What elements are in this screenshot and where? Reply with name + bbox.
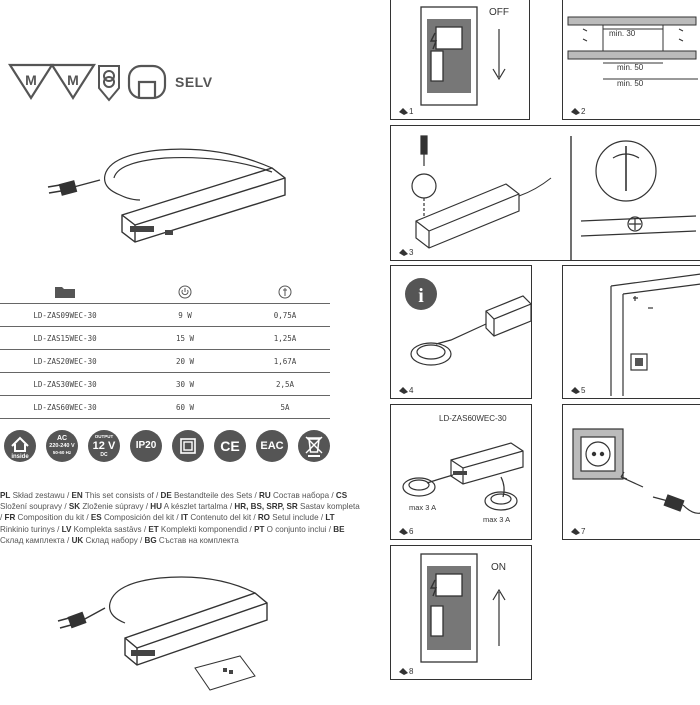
ip-rating-badge: IP20 xyxy=(130,430,162,462)
lang-entry: EN This set consists of / xyxy=(71,491,159,500)
kit-contents-illustration xyxy=(55,568,285,700)
lang-entry: ES Composición del kit / xyxy=(90,513,179,523)
eac-badge: EAC xyxy=(256,430,288,462)
on-label: ON xyxy=(491,562,506,573)
step-panel-5: 5 xyxy=(562,265,700,399)
step-panel-2: min. 30 min. 50 min. 50 2 xyxy=(562,0,700,120)
double-insulation-badge xyxy=(172,430,204,462)
svg-text:i: i xyxy=(418,285,424,307)
hand-icon xyxy=(571,108,580,115)
safety-transformer-icon xyxy=(98,65,120,102)
ce-badge: CE xyxy=(214,430,246,462)
lang-entry: CS Složení soupravy / xyxy=(0,491,348,512)
step-number: 8 xyxy=(399,667,413,676)
step-number: 1 xyxy=(399,107,413,116)
mm-triangle-icon xyxy=(7,63,97,101)
lang-entry: BE Склад камплекта / xyxy=(0,524,345,545)
dimension-label: min. 50 xyxy=(617,79,644,88)
class-iii-icon xyxy=(127,64,167,100)
step-number: 3 xyxy=(399,248,413,257)
table-row: LD-ZAS60WEC-30 60 W 5A xyxy=(0,395,330,419)
step-number: 4 xyxy=(399,386,413,395)
svg-text:M: M xyxy=(67,72,79,88)
symbols-row: M M xyxy=(5,60,175,110)
table-row: LD-ZAS30WEC-30 30 W 2,5A xyxy=(0,372,330,396)
lang-entry: RO Setul include / xyxy=(257,513,324,523)
hand-icon xyxy=(571,528,580,535)
max-current-label: max 3 A xyxy=(409,503,437,512)
svg-text:M: M xyxy=(25,72,37,88)
hand-icon xyxy=(399,108,408,115)
step-panel-1: OFF 1 xyxy=(390,0,530,120)
step-panel-3: 3 xyxy=(390,125,700,261)
table-row: LD-ZAS15WEC-30 15 W 1,25A xyxy=(0,326,330,350)
step-panel-8: ON 8 xyxy=(390,545,532,680)
lang-entry: SK Zloženie súpravy / xyxy=(68,502,149,512)
step-number: 6 xyxy=(399,527,413,536)
indoor-badge: inside xyxy=(4,430,36,462)
dimension-label: min. 50 xyxy=(617,63,644,72)
lang-entry: IT Contenuto del kit / xyxy=(180,513,256,523)
hand-icon xyxy=(399,387,408,394)
dimension-label: min. 30 xyxy=(609,29,636,38)
step-panel-4: i 4 xyxy=(390,265,532,399)
spec-table: LD-ZAS09WEC-30 9 W 0,75A LD-ZAS15WEC-30 … xyxy=(0,283,330,419)
lang-entry: DE Bestandteile des Sets / xyxy=(160,491,257,500)
hand-icon xyxy=(571,387,580,394)
product-illustration xyxy=(40,140,290,250)
ac-input-badge: AC 220-240 V 50-60 Hz xyxy=(46,430,78,462)
lang-entry: HU A készlet tartalma / xyxy=(150,502,233,512)
lang-entry: LV Komplekta sastāvs / xyxy=(61,524,147,534)
table-header-row xyxy=(0,283,330,304)
folder-icon xyxy=(55,287,75,298)
weee-badge xyxy=(298,430,330,462)
selv-label: SELV xyxy=(175,74,213,90)
lang-entry: ET Komplekti komponendid / xyxy=(148,524,252,534)
fuse-icon xyxy=(278,285,292,299)
step-number: 5 xyxy=(571,386,585,395)
lang-entry: PL Skład zestawu / xyxy=(0,491,70,500)
lang-entry: FR Composition du kit / xyxy=(4,513,89,523)
step-panel-6: LD-ZAS60WEC-30 max 3 A max 3 A 6 xyxy=(390,404,532,540)
hand-icon xyxy=(399,528,408,535)
lang-entry: UK Склад набору / xyxy=(71,535,143,545)
step-number: 2 xyxy=(571,107,585,116)
off-label: OFF xyxy=(489,7,509,18)
max-current-label: max 3 A xyxy=(483,515,511,524)
lang-entry: PT O conjunto inclui / xyxy=(254,524,331,534)
table-row: LD-ZAS09WEC-30 9 W 0,75A xyxy=(0,303,330,327)
step-number: 7 xyxy=(571,527,585,536)
hand-icon xyxy=(399,249,408,256)
kit-contents-languages: PL Skład zestawu / EN This set consists … xyxy=(0,490,362,546)
power-icon xyxy=(178,285,192,299)
lang-entry: RU Состав набора / xyxy=(259,491,334,500)
model-label: LD-ZAS60WEC-30 xyxy=(439,414,507,423)
hand-icon xyxy=(399,668,408,675)
lang-entry: BG Състав на комплекта xyxy=(144,535,239,545)
output-badge: OUTPUT 12 V DC xyxy=(88,430,120,462)
lang-entry: LT Rinkinio turinys / xyxy=(0,513,335,534)
step-panel-7: 7 xyxy=(562,404,700,540)
table-row: LD-ZAS20WEC-30 20 W 1,67A xyxy=(0,349,330,373)
